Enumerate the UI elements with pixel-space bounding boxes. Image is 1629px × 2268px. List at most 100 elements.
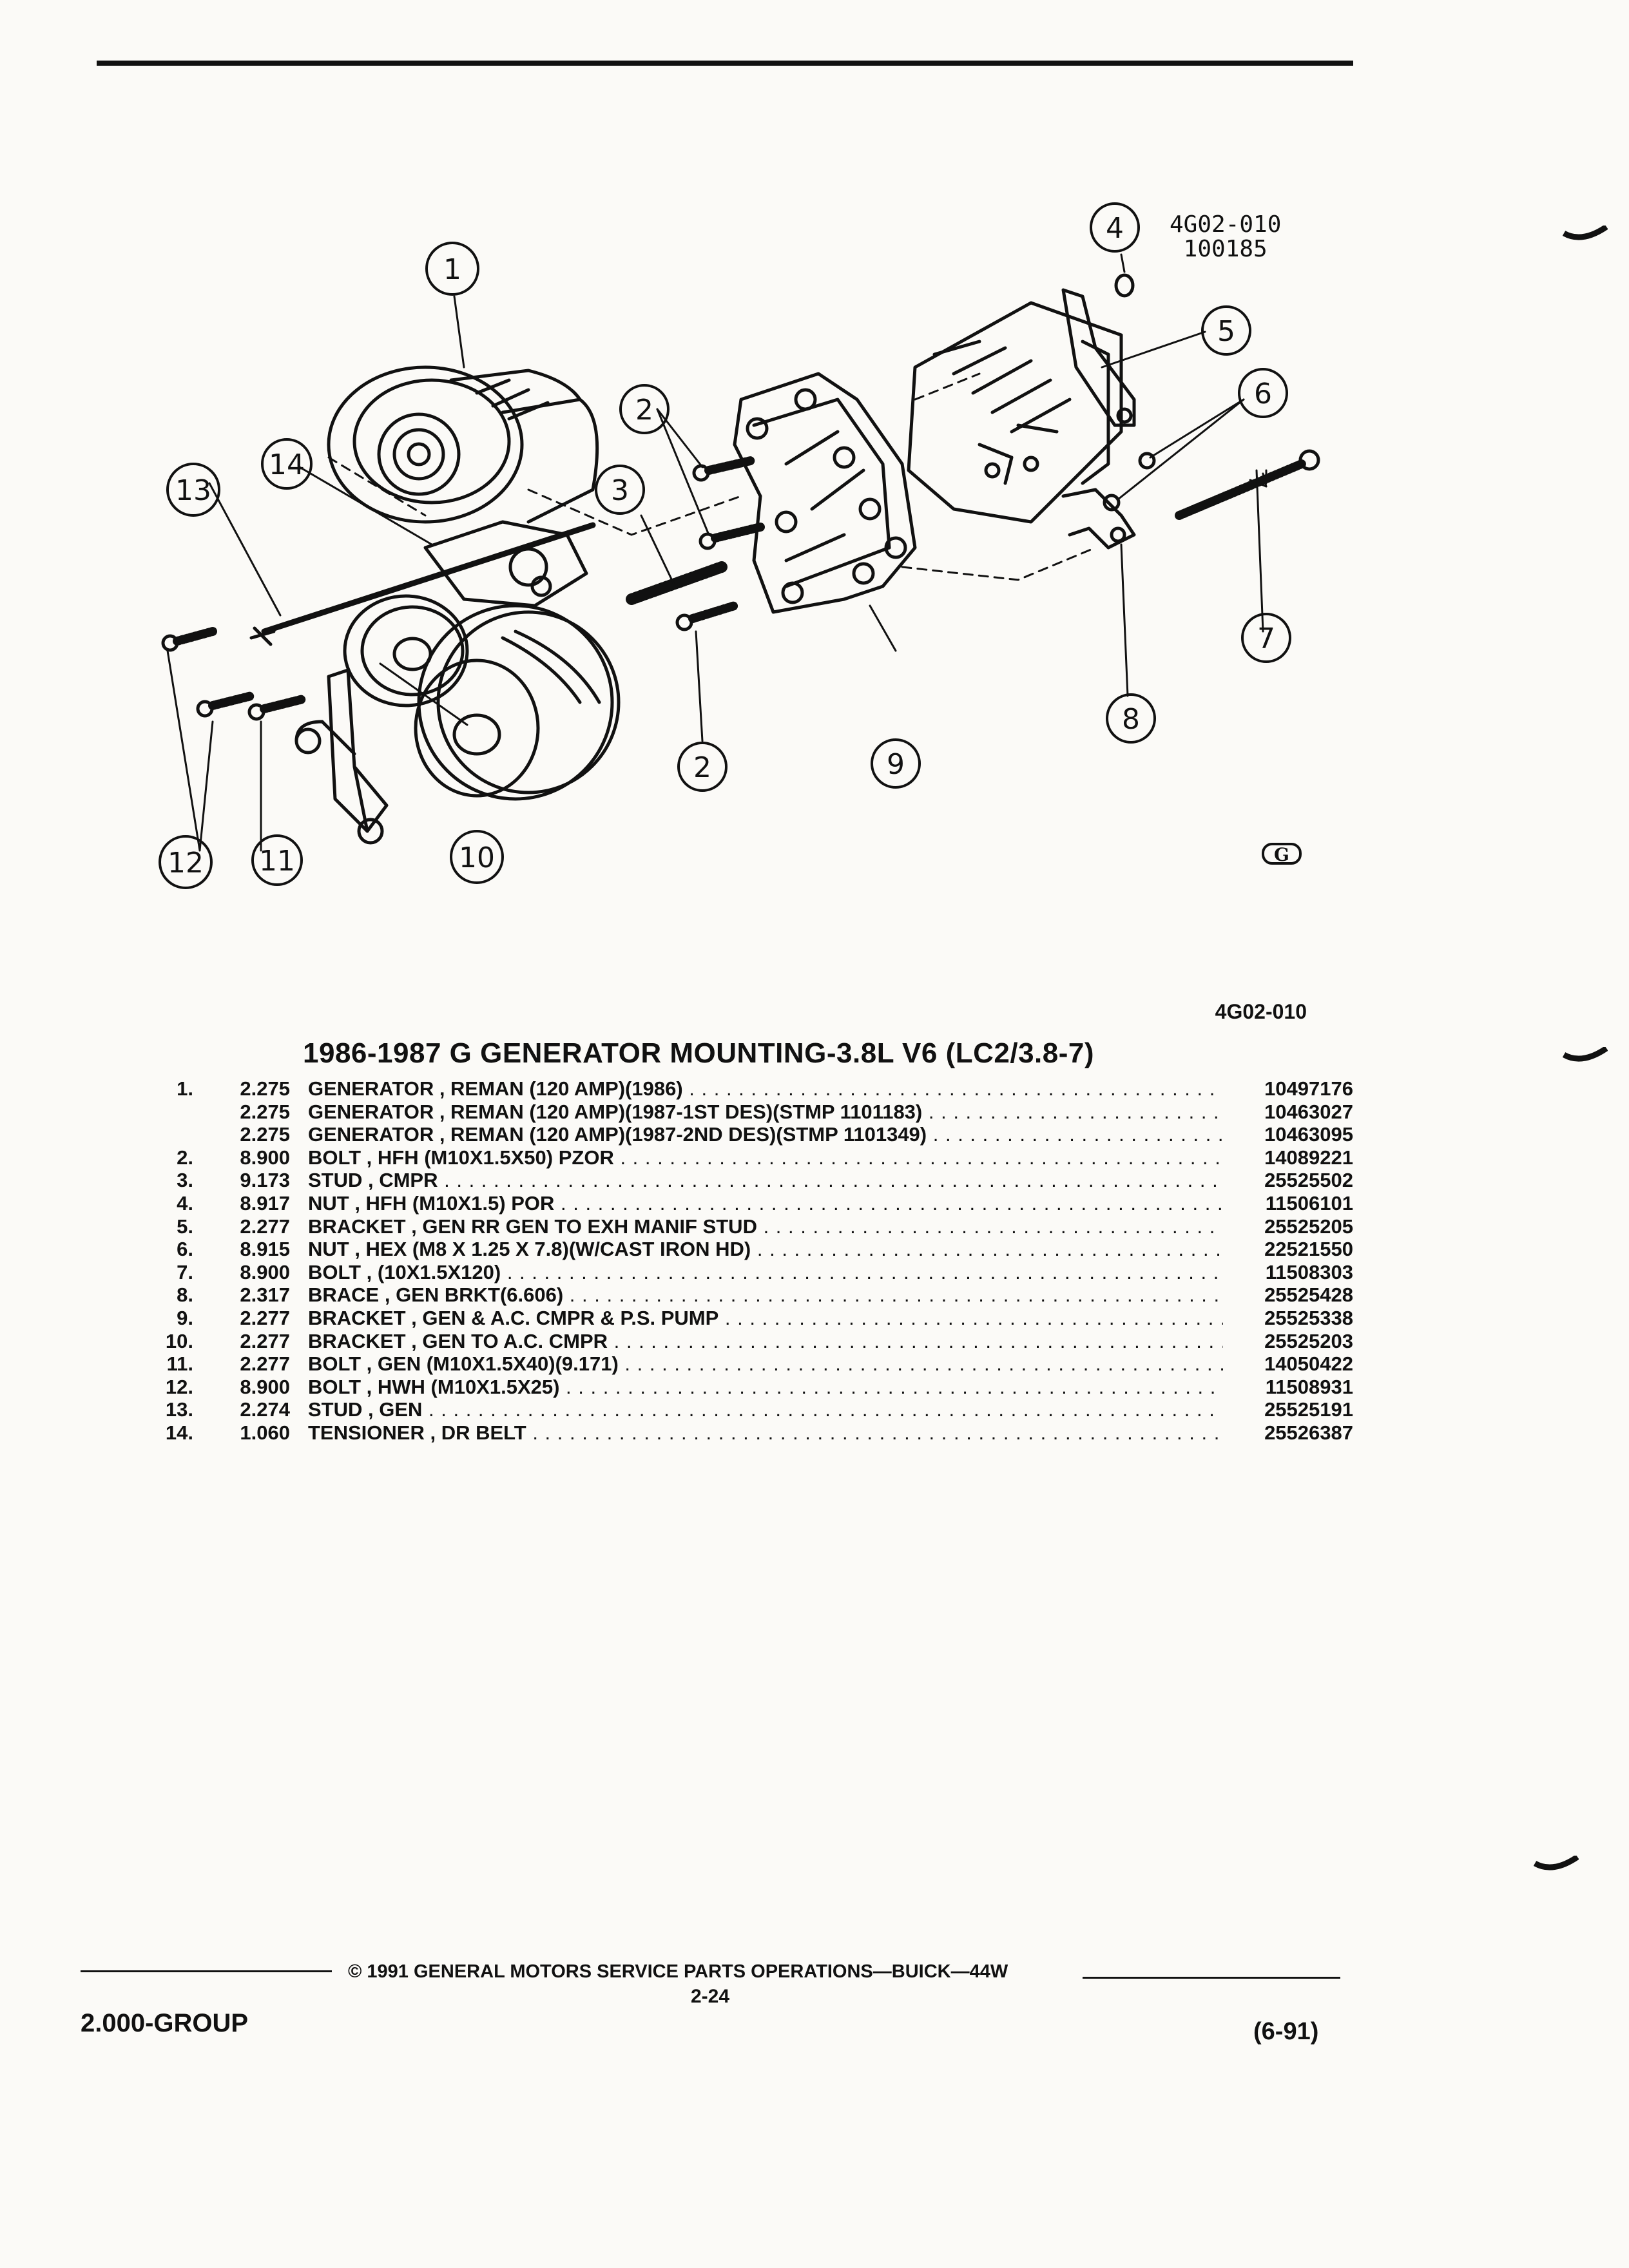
group-number: 2.275 [240, 1123, 290, 1146]
callout-3: 3 [611, 474, 629, 507]
part-description: BRACKET , GEN TO A.C. CMPR [308, 1330, 1223, 1353]
part-number: 22521550 [1264, 1238, 1353, 1261]
part-number: 25525203 [1264, 1329, 1353, 1352]
part-number: 25526387 [1264, 1421, 1353, 1444]
generator-drawing [327, 365, 599, 524]
part-description: BOLT , HWH (M10X1.5X25) [308, 1376, 1223, 1399]
item-number: 13. [165, 1398, 193, 1421]
part-number: 25525502 [1264, 1169, 1353, 1192]
part-number: 10463027 [1264, 1100, 1353, 1123]
group-number: 2.275 [240, 1100, 290, 1123]
item-number: 3. [177, 1169, 193, 1192]
figure-id: 4G02-010 100185 [1170, 213, 1281, 262]
margin-mark [1534, 1856, 1579, 1870]
idler-pulley-drawing [343, 594, 469, 707]
part-number: 10463095 [1264, 1123, 1353, 1146]
group-number: 2.317 [240, 1283, 290, 1307]
callout-2-top: 2 [635, 394, 653, 427]
callout-1: 1 [443, 253, 461, 286]
item-number: 14. [165, 1421, 193, 1444]
part-description: BOLT , GEN (M10X1.5X40)(9.171) [308, 1352, 1223, 1376]
diagram-svg: 1 2 2 3 4 5 6 7 8 9 10 11 12 13 14 G [159, 202, 1320, 889]
parts-row: 2.275 GENERATOR , REMAN (120 AMP)(1987-1S… [148, 1100, 1353, 1124]
parts-list: 1. 2.275 GENERATOR , REMAN (120 AMP)(1986)… [148, 1077, 1353, 1445]
part-description: STUD , CMPR [308, 1169, 1223, 1192]
margin-mark [1563, 226, 1608, 240]
group-number: 8.900 [240, 1146, 290, 1169]
part-description: BRACKET , GEN & A.C. CMPR & P.S. PUMP [308, 1307, 1223, 1330]
group-number: 2.277 [240, 1215, 290, 1238]
callout-9: 9 [887, 748, 905, 781]
callout-5: 5 [1217, 315, 1235, 348]
callout-6: 6 [1254, 378, 1272, 410]
group-number: 8.900 [240, 1260, 290, 1283]
group-number: 8.900 [240, 1375, 290, 1398]
bolts-12-11-drawing [161, 627, 307, 721]
group-number: 2.277 [240, 1352, 290, 1376]
section-reference: 4G02-010 [1215, 1000, 1307, 1023]
parts-row: 3. 9.173 STUD , CMPR 25525502 [148, 1169, 1353, 1192]
part-number: 14089221 [1264, 1146, 1353, 1169]
callout-11: 11 [259, 845, 295, 878]
part-number: 25525205 [1264, 1215, 1353, 1238]
item-number: 2. [177, 1146, 193, 1169]
nuts-drawing [1103, 273, 1156, 512]
footer-rule-right [1083, 1977, 1340, 1979]
group-number: 1.060 [240, 1421, 290, 1444]
group-number: 8.915 [240, 1238, 290, 1261]
callout-4: 4 [1106, 212, 1124, 245]
group-number: 2.274 [240, 1398, 290, 1421]
part-number: 25525338 [1264, 1306, 1353, 1329]
footer-rule-left [81, 1970, 332, 1972]
top-rule [97, 61, 1353, 66]
item-number: 8. [177, 1283, 193, 1307]
group-number: 8.917 [240, 1191, 290, 1215]
leader-lines [166, 253, 1268, 852]
margin-mark [1563, 1047, 1608, 1062]
item-number: 4. [177, 1191, 193, 1215]
gm-logo-mark: G [1262, 843, 1302, 865]
parts-row: 10. 2.277 BRACKET , GEN TO A.C. CMPR 255252… [148, 1330, 1353, 1353]
part-description: BOLT , (10X1.5X120) [308, 1261, 1223, 1284]
part-description: BRACE , GEN BRKT(6.606) [308, 1283, 1223, 1307]
callout-12: 12 [168, 847, 204, 879]
part-number: 25525191 [1264, 1398, 1353, 1421]
part-number: 10497176 [1264, 1077, 1353, 1100]
group-number: 9.173 [240, 1169, 290, 1192]
item-number: 10. [165, 1329, 193, 1352]
part-number: 11506101 [1265, 1191, 1353, 1215]
parts-row: 7. 8.900 BOLT , (10X1.5X120) 11508303 [148, 1261, 1353, 1284]
exploded-diagram: 1 2 2 3 4 5 6 7 8 9 10 11 12 13 14 G [142, 187, 1366, 947]
callout-14: 14 [269, 448, 305, 481]
figure-code: 4G02-010 [1170, 211, 1282, 238]
part-description: TENSIONER , DR BELT [308, 1421, 1223, 1445]
cylinder-head-drawing [907, 301, 1123, 524]
item-number: 1. [177, 1077, 193, 1100]
bolt-7-drawing [1175, 449, 1320, 520]
parts-row: 8. 2.317 BRACE , GEN BRKT(6.606) 25525428 [148, 1283, 1353, 1307]
part-number: 11508931 [1265, 1375, 1353, 1398]
part-description: BOLT , HFH (M10X1.5X50) PZOR [308, 1146, 1223, 1169]
part-number: 14050422 [1264, 1352, 1353, 1376]
part-description: GENERATOR , REMAN (120 AMP)(1986) [308, 1077, 1223, 1100]
part-description: BRACKET , GEN RR GEN TO EXH MANIF STUD [308, 1215, 1223, 1238]
part-number: 11508303 [1265, 1260, 1353, 1283]
item-number: 11. [166, 1352, 193, 1376]
part-description: GENERATOR , REMAN (120 AMP)(1987-1ST DES… [308, 1100, 1223, 1124]
bracket-5-drawing [1061, 288, 1136, 427]
group-number: 2.277 [240, 1329, 290, 1352]
footer-copyright: © 1991 GENERAL MOTORS SERVICE PARTS OPER… [348, 1961, 1008, 1982]
part-number: 25525428 [1264, 1283, 1353, 1307]
footer-revision: (6-91) [1253, 2018, 1319, 2045]
callout-13: 13 [175, 474, 211, 507]
footer-group: 2.000-GROUP [81, 2009, 249, 2037]
callout-2-bottom: 2 [693, 751, 711, 784]
item-number: 6. [177, 1238, 193, 1261]
callout-8: 8 [1122, 703, 1140, 736]
item-number: 7. [177, 1260, 193, 1283]
stud-3-drawing [626, 561, 728, 605]
